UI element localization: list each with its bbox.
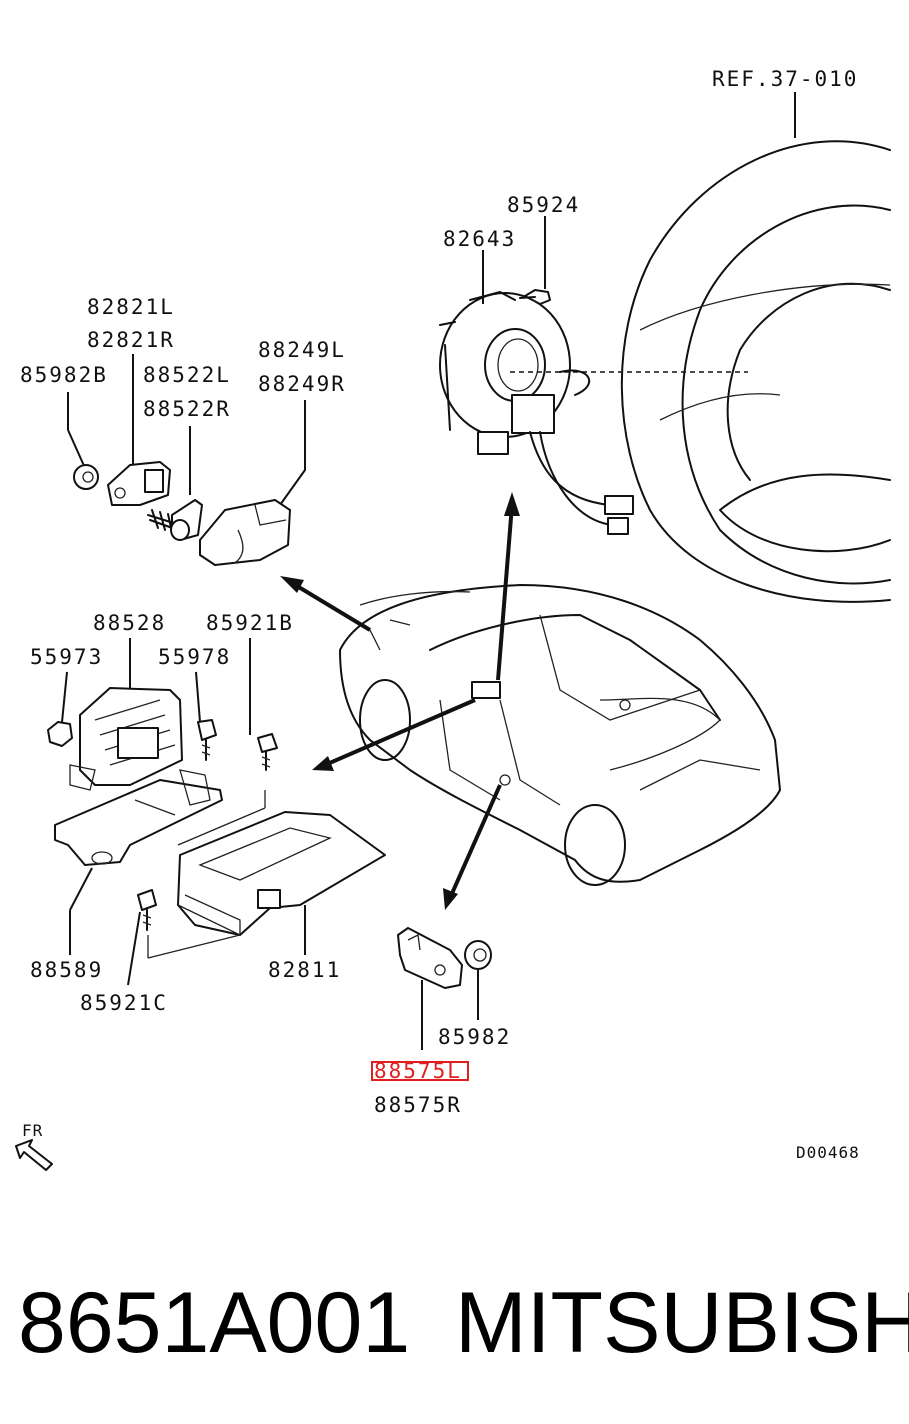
leader-55978 [195,671,201,723]
bolt-88522 [147,499,203,541]
side-sensor-88575 [397,927,463,989]
bolt-55978 [197,719,217,761]
label-88589: 88589 [30,958,103,982]
arrow-to-control-unit [312,698,476,771]
label-85924: 85924 [507,193,580,217]
label-85921C: 85921C [80,991,168,1015]
label-82643: 82643 [443,227,516,251]
label-88575R: 88575R [374,1093,462,1117]
leader-88249 [279,400,306,506]
sensor-82821 [107,461,171,506]
label-55978: 55978 [158,645,231,669]
arrow-to-side-sensor [443,784,502,910]
label-55973: 55973 [30,645,103,669]
highlight-box-88575L [371,1061,469,1081]
clock-spring-82643 [439,291,748,535]
caption-bar: 8651A001 MITSUBISHI [0,1268,909,1378]
leader-88589 [69,867,93,911]
bracket-88589 [54,764,223,866]
part-number: 8651A001 [18,1275,411,1371]
nut-55973 [47,721,73,747]
steering-wheel [620,140,891,603]
label-85982: 85982 [438,1025,511,1049]
label-85982B: 85982B [20,363,108,387]
label-88249L: 88249L [258,338,346,362]
bolt-85921C [137,889,157,931]
bolt-85921B [257,733,278,771]
label-88528: 88528 [93,611,166,635]
label-82821R: 82821R [87,328,175,352]
brand-name: MITSUBISHI [455,1275,909,1371]
leader-85921C [127,911,141,986]
sensor-88249 [199,499,291,566]
leader-55973 [61,671,68,723]
ref-line-b [147,934,241,959]
nut-85982 [464,940,492,970]
front-direction-arrow-icon [15,1139,53,1171]
label-82811: 82811 [268,958,341,982]
arrow-to-front-sensor [280,576,372,632]
ref-line-d [177,807,266,846]
control-unit-82811 [177,811,386,937]
nut-85982B [73,464,99,490]
label-88249R: 88249R [258,372,346,396]
sensor-88528 [79,687,183,786]
label-82821L: 82821L [87,295,175,319]
diagram-id: D00468 [796,1143,860,1162]
label-88522R: 88522R [143,397,231,421]
ref-label: REF.37-010 [712,67,858,91]
arrow-to-clock-spring [496,492,520,681]
screw-85924 [519,289,551,305]
fr-label: FR [22,1121,43,1140]
label-88522L: 88522L [143,363,231,387]
label-88575L: 88575L [374,1059,462,1083]
leader-85982B-b [67,429,86,469]
car-body [339,584,781,886]
label-85921B: 85921B [206,611,294,635]
